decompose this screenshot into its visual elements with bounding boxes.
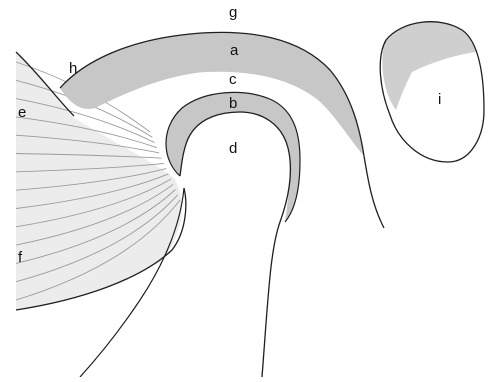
label-c: c bbox=[229, 71, 237, 88]
label-i: i bbox=[438, 91, 441, 108]
label-b: b bbox=[229, 95, 237, 112]
structure-right-descending-line bbox=[364, 156, 384, 228]
structure-i-oval-shade bbox=[382, 22, 476, 110]
label-a: a bbox=[230, 42, 239, 59]
label-h: h bbox=[69, 60, 77, 77]
label-d: d bbox=[229, 140, 237, 157]
label-g: g bbox=[229, 4, 237, 21]
label-e: e bbox=[18, 104, 26, 121]
